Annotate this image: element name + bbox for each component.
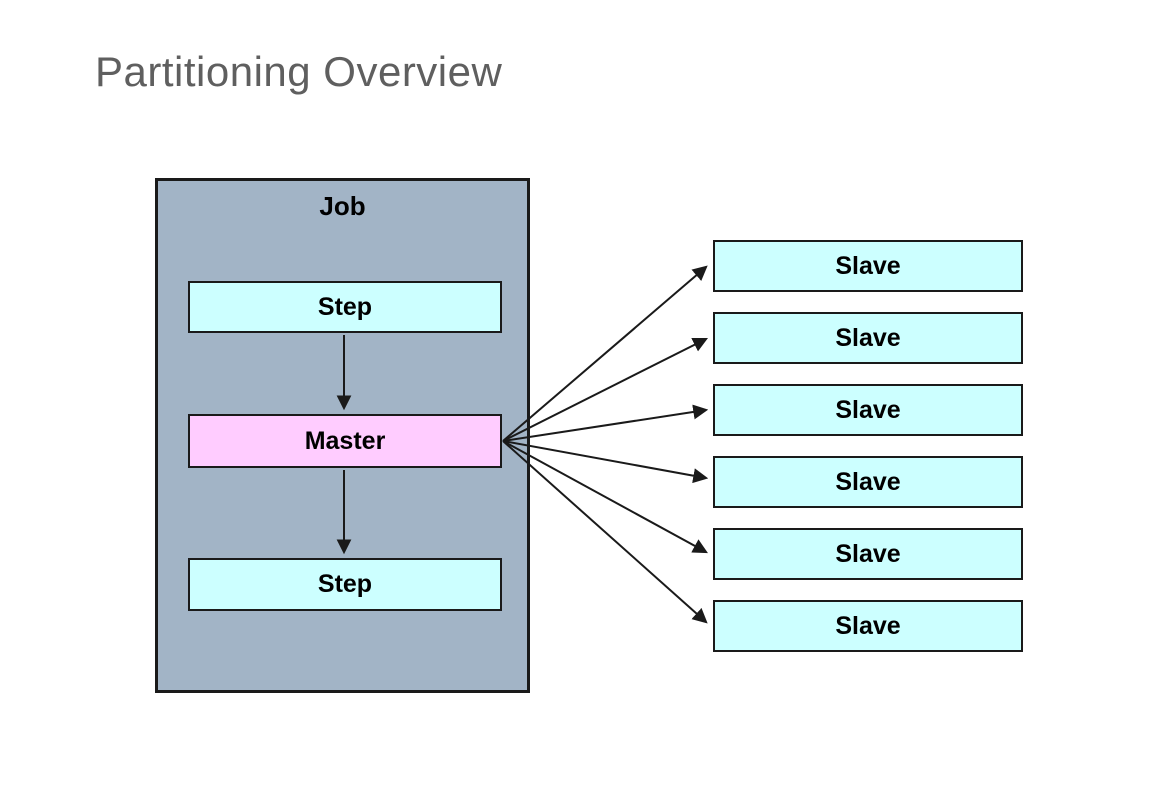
slave-node-1: Slave (713, 240, 1023, 292)
slave-node-4-label: Slave (835, 467, 901, 496)
slave-node-5-label: Slave (835, 539, 901, 568)
slave-node-3: Slave (713, 384, 1023, 436)
slave-node-3-label: Slave (835, 395, 901, 424)
step-node-2: Step (188, 558, 502, 611)
slave-node-5: Slave (713, 528, 1023, 580)
slave-node-1-label: Slave (835, 251, 901, 280)
slave-node-6: Slave (713, 600, 1023, 652)
arrow-master-to-slave-4 (502, 440, 709, 484)
step-node-1-label: Step (317, 292, 373, 321)
master-node: Master (188, 414, 502, 468)
slave-node-6-label: Slave (835, 611, 901, 640)
master-node-label: Master (304, 426, 386, 455)
slave-node-2: Slave (713, 312, 1023, 364)
arrow-master-to-slave-1 (502, 265, 708, 442)
page-title: Partitioning Overview (95, 48, 503, 95)
job-label: Job (319, 191, 366, 221)
arrow-master-to-slave-5 (502, 440, 708, 554)
arrow-master-to-slave-6 (502, 440, 708, 624)
step-node-1: Step (188, 281, 502, 333)
slave-node-2-label: Slave (835, 323, 901, 352)
slave-node-4: Slave (713, 456, 1023, 508)
arrow-master-to-slave-3 (502, 404, 709, 442)
arrow-master-to-slave-2 (502, 337, 709, 442)
step-node-2-label: Step (317, 570, 373, 598)
